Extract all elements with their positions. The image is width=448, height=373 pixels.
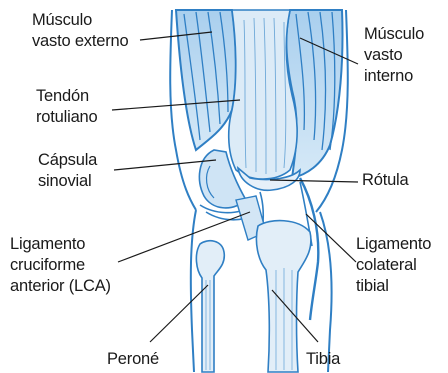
- leader-colateral: [306, 214, 356, 262]
- label-rotula: Rótula: [362, 170, 409, 191]
- label-tendon-rotuliano: Tendón rotuliano: [36, 86, 98, 128]
- label-musculo-vasto-externo: Músculo vasto externo: [32, 10, 128, 52]
- label-musculo-vasto-interno: Músculo vasto interno: [364, 24, 424, 87]
- leader-perone: [150, 285, 208, 342]
- quadriceps-tendon: [229, 10, 297, 179]
- label-ligamento-colateral-tibial: Ligamento colateral tibial: [356, 234, 431, 297]
- label-capsula-sinovial: Cápsula sinovial: [38, 150, 97, 192]
- label-ligamento-cruciforme-anterior: Ligamento cruciforme anterior (LCA): [10, 234, 111, 297]
- leader-lca: [118, 212, 250, 262]
- label-tibia: Tibia: [306, 349, 340, 370]
- label-perone: Peroné: [107, 349, 159, 370]
